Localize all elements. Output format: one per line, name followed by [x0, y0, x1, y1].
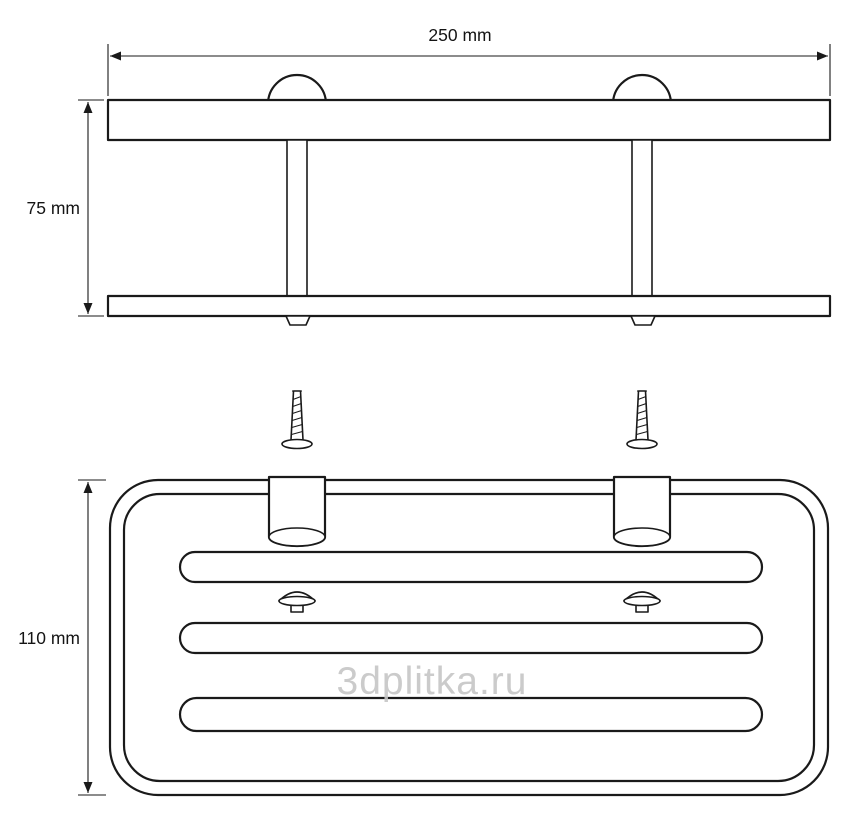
depth-dimension: 110 mm: [18, 479, 106, 796]
right-foot: [630, 315, 656, 326]
left-post: [286, 139, 308, 298]
width-dimension-label: 250 mm: [428, 25, 491, 45]
front-view: 250 mm 75 mm: [27, 25, 832, 326]
right-mounting-screw: [626, 390, 658, 450]
left-mounting-screw: [281, 390, 313, 450]
width-dimension: 250 mm: [107, 25, 831, 96]
cap-brim: [278, 595, 316, 607]
left-screw-cap: [278, 591, 316, 613]
screw-head: [281, 438, 313, 450]
bracket-cup-bottom: [613, 527, 671, 547]
shelf-bottom-rail: [106, 294, 832, 318]
basket-slot-3: [178, 696, 764, 733]
shelf-top-rail: [106, 98, 832, 142]
screw-head: [626, 438, 658, 450]
height-dimension: 75 mm: [27, 99, 104, 317]
right-mounting-bracket: [612, 475, 672, 548]
bracket-cup-bottom: [268, 527, 326, 547]
left-mounting-bracket: [267, 475, 327, 548]
basket-slot-2: [178, 621, 764, 655]
right-screw-cap: [623, 591, 661, 613]
screw-threads: [291, 395, 303, 436]
cap-brim: [623, 595, 661, 607]
top-view: 110 mm 3dplitka.ru: [18, 390, 830, 797]
right-post: [631, 139, 653, 298]
screw-threads: [636, 395, 648, 436]
depth-dimension-label: 110 mm: [18, 628, 80, 648]
basket-slot-1: [178, 550, 764, 584]
watermark: 3dplitka.ru: [337, 660, 528, 703]
height-dimension-label: 75 mm: [27, 198, 80, 218]
left-foot: [285, 315, 311, 326]
